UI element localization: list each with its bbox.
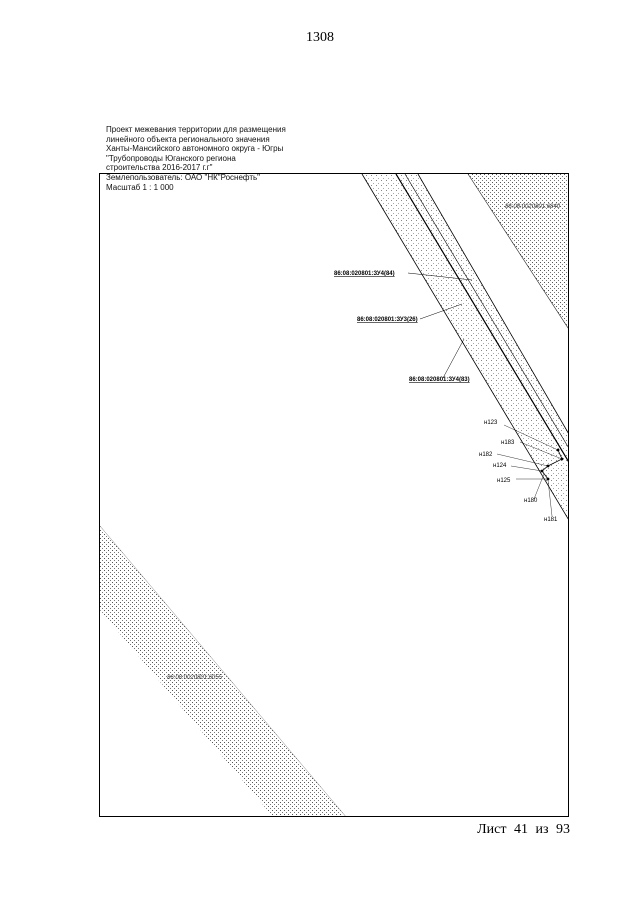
map-frame: 86:08:020801:ЗУ4(84) 86:08:020801:ЗУ3(26… <box>99 173 569 817</box>
sheet-of: из <box>535 822 549 837</box>
legend-line: Проект межевания территории для размещен… <box>106 125 286 134</box>
parcel-label-zu4-83: 86:08:020801:ЗУ4(83) <box>409 377 470 383</box>
point-label: н181 <box>544 517 558 523</box>
legend-line: линейного объекта регионального значения <box>106 134 270 144</box>
page-number: 1308 <box>306 30 334 45</box>
corridor-line <box>395 174 568 462</box>
existing-plot-label-bottom-left: 86:08:0020801:6055 <box>167 675 223 681</box>
corridor-line <box>361 174 568 520</box>
legend-line: Землепользователь: ОАО "НК"Роснефть" <box>106 172 260 182</box>
map-legend: Проект межевания территории для размещен… <box>106 125 286 192</box>
sheet-word: Лист <box>477 822 507 837</box>
sheet-current: 41 <box>513 822 528 837</box>
point-label: н125 <box>497 478 511 484</box>
point-label: н123 <box>484 420 498 426</box>
existing-plot-label-top-right: 86:08:0020801:6840 <box>505 204 561 210</box>
sheet-counter: Лист 41 из 93 <box>477 822 570 838</box>
sheet-total: 93 <box>556 822 570 837</box>
parcel-label-zu3-26: 86:08:020801:ЗУ3(26) <box>357 317 418 323</box>
point-label: н183 <box>501 440 515 446</box>
legend-line: Ханты-Мансийского автономного округа - Ю… <box>106 144 284 154</box>
cadastral-map: 86:08:020801:ЗУ4(84) 86:08:020801:ЗУ3(26… <box>100 174 568 816</box>
corridor-line <box>404 174 568 448</box>
legend-line: "Трубопроводы Юганского региона <box>106 153 236 163</box>
point-label: н182 <box>479 452 493 458</box>
point-label: н180 <box>524 498 538 504</box>
corridor-line <box>417 174 568 434</box>
legend-line: строительства 2016-2017 г.г" <box>106 163 213 173</box>
point-label: н124 <box>493 463 507 469</box>
legend-line: Масштаб 1 : 1 000 <box>106 182 174 192</box>
parcel-label-zu4-84: 86:08:020801:ЗУ4(84) <box>334 271 395 277</box>
